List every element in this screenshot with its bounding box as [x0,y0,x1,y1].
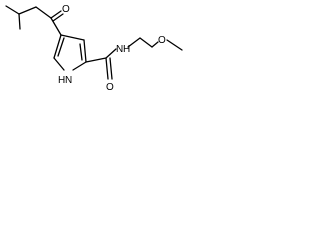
bond-ring-c3-c2-inner [79,43,83,61]
bond-amide-co-2 [109,57,113,80]
bond-ch2-o [151,41,159,48]
bond-ketone-co-1 [50,10,62,19]
bond-n-ch2 [127,37,141,48]
bond-ring-c2-n1 [72,61,87,71]
bond-ch-ch2 [18,6,37,15]
bond-ring-c5-c4 [53,34,62,59]
bond-ring-c4-c3 [60,34,85,41]
bond-ketone-co-2 [52,13,64,22]
bond-ch2-carbonyl [35,6,52,19]
structure-canvas: O N H O O H N [0,0,186,106]
bond-methyl-a [5,5,20,15]
bond-carbonyl-ring [50,17,62,36]
bond-ring-n1-c5 [53,57,65,71]
bond-ch2-ch2 [139,37,153,48]
bond-o-methyl [166,39,183,51]
amide-oxygen-label: O [106,82,114,93]
molecule-drawing: O N H O O H N [5,4,183,93]
bond-methyl-b [18,13,21,30]
amide-nitrogen-label: N [116,44,123,55]
bond-ring-c3-c2 [83,39,87,63]
ring-nitrogen-label: N [65,75,72,86]
bond-ring-c5-c4-inner [57,37,65,57]
amide-hydrogen-label: H [123,44,130,55]
bond-amide-c-n [105,48,117,59]
ring-hydrogen-label: H [58,75,65,86]
ether-oxygen-label: O [158,35,166,46]
ketone-oxygen-label: O [62,4,70,15]
bond-c2-amide-c [85,57,107,63]
bond-amide-co-1 [105,57,109,80]
